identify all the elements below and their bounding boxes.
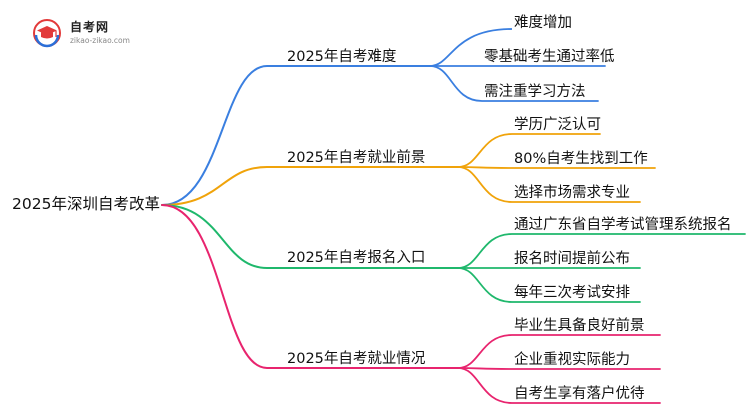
connector-leaf-4-2 [457,367,661,370]
connector-branch-3 [161,204,459,269]
connector-leaf-1-3 [429,65,599,102]
logo[interactable]: 自考网 zikao-zikao.com [32,16,142,50]
connector-branch-2 [161,166,459,206]
branch-employment-status: 2025年自考就业情况 [287,351,426,367]
leaf-status-1: 毕业生具备良好前景 [514,318,645,334]
logo-title: 自考网 [70,20,110,34]
connector-leaf-3-1 [457,233,746,269]
leaf-registration-3: 每年三次考试安排 [514,285,630,301]
leaf-status-2: 企业重视实际能力 [514,352,630,368]
connector-branch-4 [161,204,459,369]
leaf-difficulty-1: 难度增加 [514,15,572,31]
branch-difficulty: 2025年自考难度 [287,49,397,65]
branch-registration: 2025年自考报名入口 [287,250,426,266]
leaf-registration-1: 通过广东省自学考试管理系统报名 [514,217,732,233]
branch-employment-prospects: 2025年自考就业前景 [287,150,426,166]
connector-leaf-4-1 [457,334,661,369]
connector-leaf-2-3 [457,166,641,203]
leaf-prospects-2: 80%自考生找到工作 [514,151,648,167]
leaf-status-3: 自考生享有落户优待 [514,386,645,402]
leaf-difficulty-2: 零基础考生通过率低 [484,49,615,65]
connector-leaf-2-2 [457,166,656,169]
connector-leaf-3-3 [457,267,641,303]
connector-branch-1 [161,65,431,206]
leaf-registration-2: 报名时间提前公布 [514,251,630,267]
connector-leaf-2-1 [457,133,601,168]
connector-leaf-4-3 [457,367,661,404]
leaf-prospects-1: 学历广泛认可 [514,117,601,133]
leaf-difficulty-3: 需注重学习方法 [484,84,586,100]
root-node: 2025年深圳自考改革 [12,195,160,213]
graduation-cap-icon [33,19,61,48]
logo-url: zikao-zikao.com [70,36,130,45]
connector-leaf-1-1 [429,28,513,67]
leaf-prospects-3: 选择市场需求专业 [514,185,630,201]
